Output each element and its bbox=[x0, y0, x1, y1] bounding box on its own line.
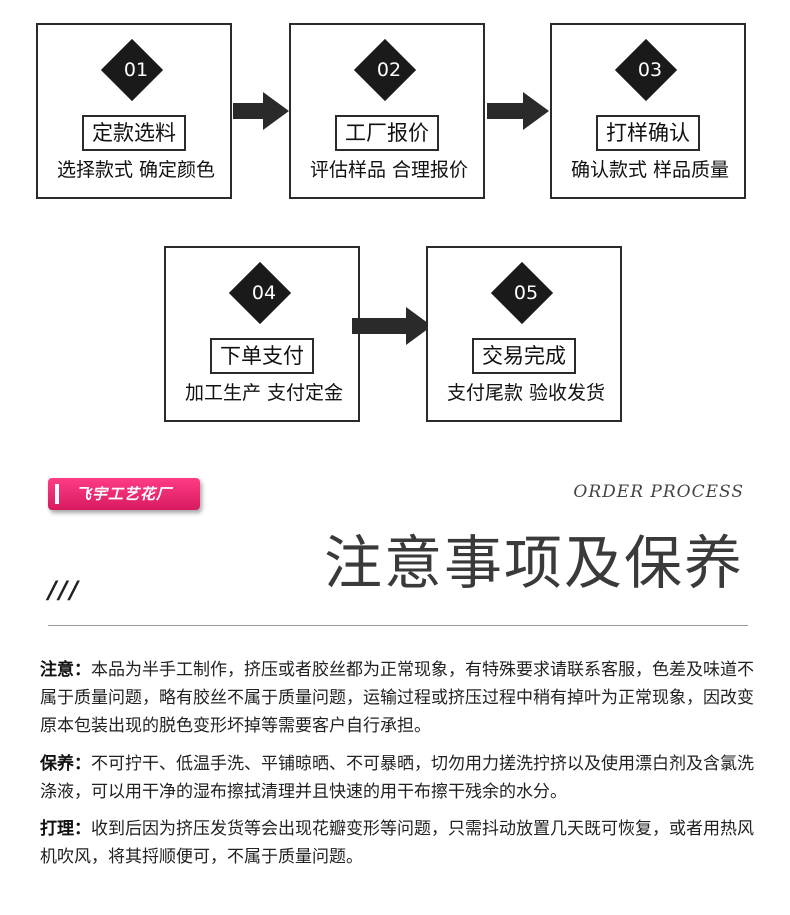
step-title: 工厂报价 bbox=[335, 115, 439, 151]
brand-badge: 飞宇工艺花厂 bbox=[48, 478, 200, 510]
handling-text: 收到后因为挤压发货等会出现花瓣变形等问题，只需抖动放置几天既可恢复，或者用热风机… bbox=[40, 819, 754, 867]
step-description: 评估样品 合理报价 bbox=[309, 159, 469, 181]
care-paragraph: 保养：不可拧干、低温手洗、平铺晾晒、不可暴晒，切勿用力搓洗拧挤以及使用漂白剂及含… bbox=[40, 750, 760, 806]
right-arrow-icon bbox=[233, 92, 289, 130]
process-step-3: 03 打样确认 确认款式 样品质量 bbox=[550, 23, 746, 199]
step-number: 05 bbox=[513, 282, 539, 304]
section-heading: 注意事项及保养 bbox=[323, 529, 744, 597]
step-number: 01 bbox=[123, 59, 149, 81]
decorative-slashes: /// bbox=[48, 576, 81, 604]
step-description: 确认款式 样品质量 bbox=[570, 159, 730, 181]
step-number: 02 bbox=[376, 59, 402, 81]
step-title: 打样确认 bbox=[596, 115, 700, 151]
right-arrow-icon bbox=[352, 307, 432, 345]
process-step-1: 01 定款选料 选择款式 确定颜色 bbox=[36, 23, 232, 199]
care-label: 保养： bbox=[40, 754, 91, 774]
step-number: 04 bbox=[251, 282, 277, 304]
brand-name: 飞宇工艺花厂 bbox=[76, 485, 173, 503]
process-step-2: 02 工厂报价 评估样品 合理报价 bbox=[289, 23, 485, 199]
note-label: 注意： bbox=[40, 660, 91, 680]
step-title: 定款选料 bbox=[82, 115, 186, 151]
care-text: 不可拧干、低温手洗、平铺晾晒、不可暴晒，切勿用力搓洗拧挤以及使用漂白剂及含氯洗涤… bbox=[40, 754, 754, 802]
process-step-4: 04 下单支付 加工生产 支付定金 bbox=[164, 246, 360, 422]
right-arrow-icon bbox=[487, 92, 549, 130]
process-step-5: 05 交易完成 支付尾款 验收发货 bbox=[426, 246, 622, 422]
note-paragraph: 注意：本品为半手工制作，挤压或者胶丝都为正常现象，有特殊要求请联系客服，色差及味… bbox=[40, 656, 760, 740]
order-process-caption: ORDER PROCESS bbox=[573, 482, 744, 502]
divider bbox=[48, 625, 748, 626]
handling-label: 打理： bbox=[40, 819, 91, 839]
step-title: 交易完成 bbox=[472, 338, 576, 374]
step-description: 加工生产 支付定金 bbox=[184, 382, 344, 404]
note-text: 本品为半手工制作，挤压或者胶丝都为正常现象，有特殊要求请联系客服，色差及味道不属… bbox=[40, 660, 754, 736]
handling-paragraph: 打理：收到后因为挤压发货等会出现花瓣变形等问题，只需抖动放置几天既可恢复，或者用… bbox=[40, 815, 760, 871]
step-number: 03 bbox=[637, 59, 663, 81]
step-title: 下单支付 bbox=[210, 338, 314, 374]
brand-bar-icon bbox=[55, 484, 59, 504]
step-description: 支付尾款 验收发货 bbox=[446, 382, 606, 404]
step-description: 选择款式 确定颜色 bbox=[56, 159, 216, 181]
